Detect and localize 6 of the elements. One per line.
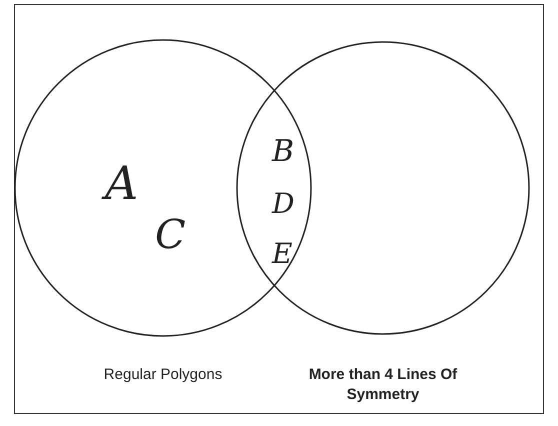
element-letter: D [272, 190, 294, 218]
element-letter: E [272, 240, 292, 268]
element-letter: B [272, 137, 294, 167]
set-label: Regular Polygons [102, 365, 224, 385]
element-letter: C [155, 215, 186, 255]
set-label: More than 4 Lines Of Symmetry [308, 365, 458, 405]
